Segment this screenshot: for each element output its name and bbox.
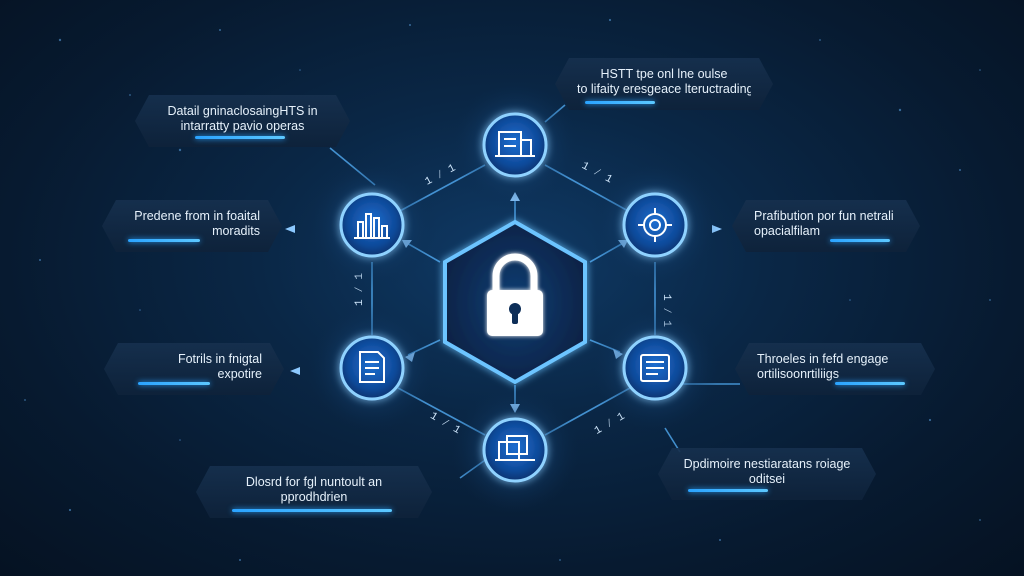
- list-icon: [640, 354, 670, 382]
- node-upper-right[interactable]: [622, 192, 688, 258]
- callout-mid-left-line2: moradits: [212, 224, 260, 238]
- callout-bot-left-line1: Dlosrd for fgl nuntoult an: [245, 475, 383, 489]
- node-bottom[interactable]: [482, 417, 548, 483]
- chart-icon: [354, 213, 390, 239]
- callout-mid-right-bar: [830, 239, 890, 242]
- callout-low-right-line2: ortilisoonrtiliigs: [757, 367, 839, 381]
- callout-mid-right-line1: Prafibution por fun netrali: [754, 209, 894, 223]
- callout-top-left-line2: intarratty pavio operas: [180, 119, 305, 133]
- document-icon: [359, 351, 385, 383]
- building-icon: [495, 131, 535, 157]
- callout-top-right: HSTT tpe onl lne oulse to lifaity eresge…: [555, 58, 773, 110]
- node-top[interactable]: [482, 112, 548, 178]
- callout-low-right-bar: [835, 382, 905, 385]
- callout-top-left: Datail gninaclosaingHTS in intarratty pa…: [135, 95, 350, 147]
- callout-low-left-line1: Fotrils in fnigtal: [177, 352, 262, 366]
- callout-low-right-line1: Throeles in fefd engage: [757, 352, 889, 366]
- connector-label-top-left: 1 ⁄ 1: [423, 162, 458, 188]
- callout-mid-right: Prafibution por fun netrali opacialfilam: [732, 200, 920, 252]
- callout-top-right-line1: HSTT tpe onl lne oulse: [600, 67, 728, 81]
- callout-low-left-line2: expotire: [217, 367, 262, 381]
- callout-top-right-line2: to lifaity eresgeace lteructrading: [577, 82, 751, 96]
- callout-bot-left-line2: pprodhdrien: [280, 490, 348, 504]
- callout-bot-right-bar: [688, 489, 768, 492]
- callout-low-left: Fotrils in fnigtal expotire: [104, 343, 284, 395]
- node-upper-left[interactable]: [339, 192, 405, 258]
- callout-bot-right-line1: Dpdimoire nestiaratans roiage: [683, 457, 851, 471]
- padlock-icon: [487, 253, 543, 336]
- callout-mid-left-bar: [128, 239, 200, 242]
- node-lower-right[interactable]: [622, 335, 688, 401]
- callout-bot-left: Dlosrd for fgl nuntoult an pprodhdrien: [196, 466, 432, 518]
- callout-bot-left-bar: [232, 509, 392, 512]
- callout-top-right-bar: [585, 101, 655, 104]
- folders-icon: [495, 435, 535, 461]
- callout-low-right: Throeles in fefd engage ortilisoonrtilii…: [735, 343, 935, 395]
- callout-top-left-bar: [195, 136, 285, 139]
- node-lower-left[interactable]: [339, 335, 405, 401]
- callout-mid-right-line2: opacialfilam: [754, 224, 821, 238]
- callout-top-left-line1: Datail gninaclosaingHTS in: [167, 104, 318, 118]
- callout-bot-right-line2: oditsei: [748, 472, 786, 486]
- target-icon: [638, 208, 672, 242]
- callout-mid-left: Predene from in foaital moradits: [102, 200, 282, 252]
- callout-mid-left-line1: Predene from in foaital: [134, 209, 260, 223]
- callout-low-left-bar: [138, 382, 210, 385]
- callout-bot-right: Dpdimoire nestiaratans roiage oditsei: [658, 448, 876, 500]
- central-hexagon: [443, 219, 587, 385]
